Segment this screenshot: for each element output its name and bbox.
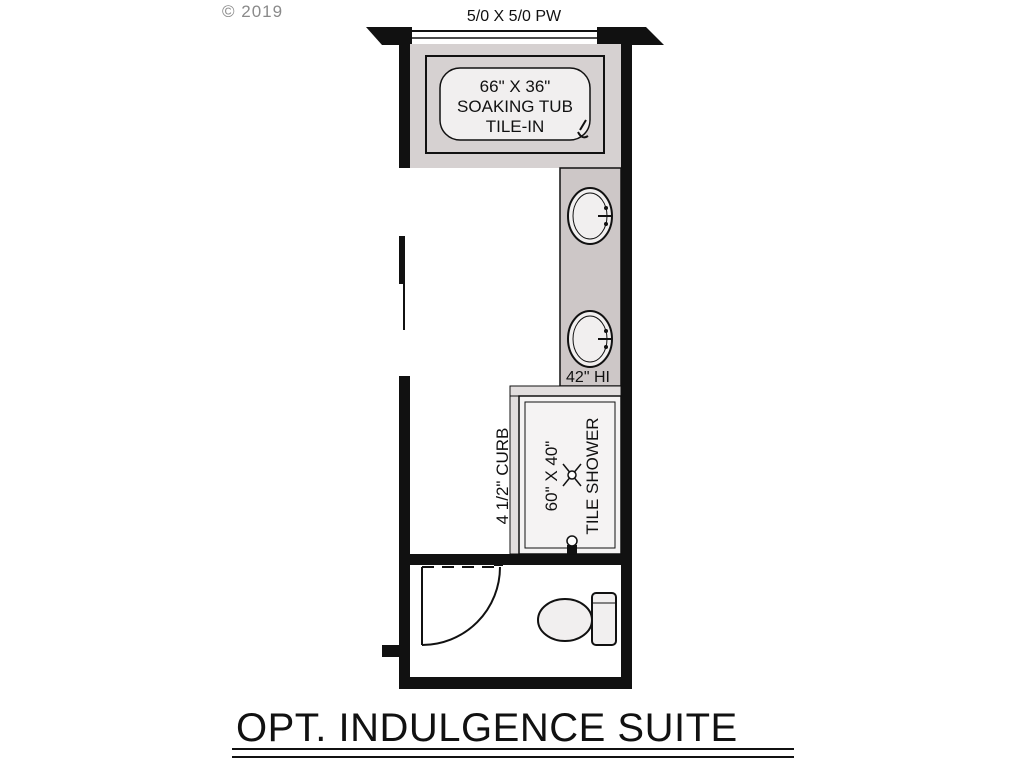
- tub-finish-label: TILE-IN: [486, 117, 545, 136]
- walls: [382, 44, 632, 689]
- toilet-room-door: [421, 566, 501, 646]
- vanity-counter: 42" HI: [559, 167, 622, 387]
- window: 5/0 X 5/0 PW: [366, 8, 664, 45]
- soaking-tub: 66" X 36" SOAKING TUB TILE-IN: [410, 44, 621, 168]
- sink-upper-icon: [567, 187, 613, 245]
- tub-type-label: SOAKING TUB: [457, 97, 573, 116]
- tile-shower: 60" X 40" TILE SHOWER 4 1/2" CURB: [493, 385, 622, 555]
- toilet-icon: [537, 592, 617, 646]
- tub-size-label: 66" X 36": [480, 77, 551, 96]
- curb-label: 4 1/2" CURB: [493, 428, 512, 525]
- shower-size-label: 60" X 40": [542, 441, 561, 512]
- window-label: 5/0 X 5/0 PW: [467, 8, 562, 25]
- plan-title: OPT. INDULGENCE SUITE: [236, 706, 738, 750]
- counter-height-label: 42" HI: [566, 369, 610, 386]
- entry-door: [399, 236, 405, 330]
- title-rule-top: [232, 748, 794, 750]
- faucet-icon: [577, 119, 589, 139]
- shower-type-label: TILE SHOWER: [583, 417, 602, 534]
- title-rule-bottom: [232, 756, 794, 758]
- shower-valve-icon: [566, 535, 578, 554]
- sink-lower-icon: [567, 310, 613, 368]
- drain-icon: [562, 463, 582, 487]
- copyright-text: © 2019: [222, 2, 284, 21]
